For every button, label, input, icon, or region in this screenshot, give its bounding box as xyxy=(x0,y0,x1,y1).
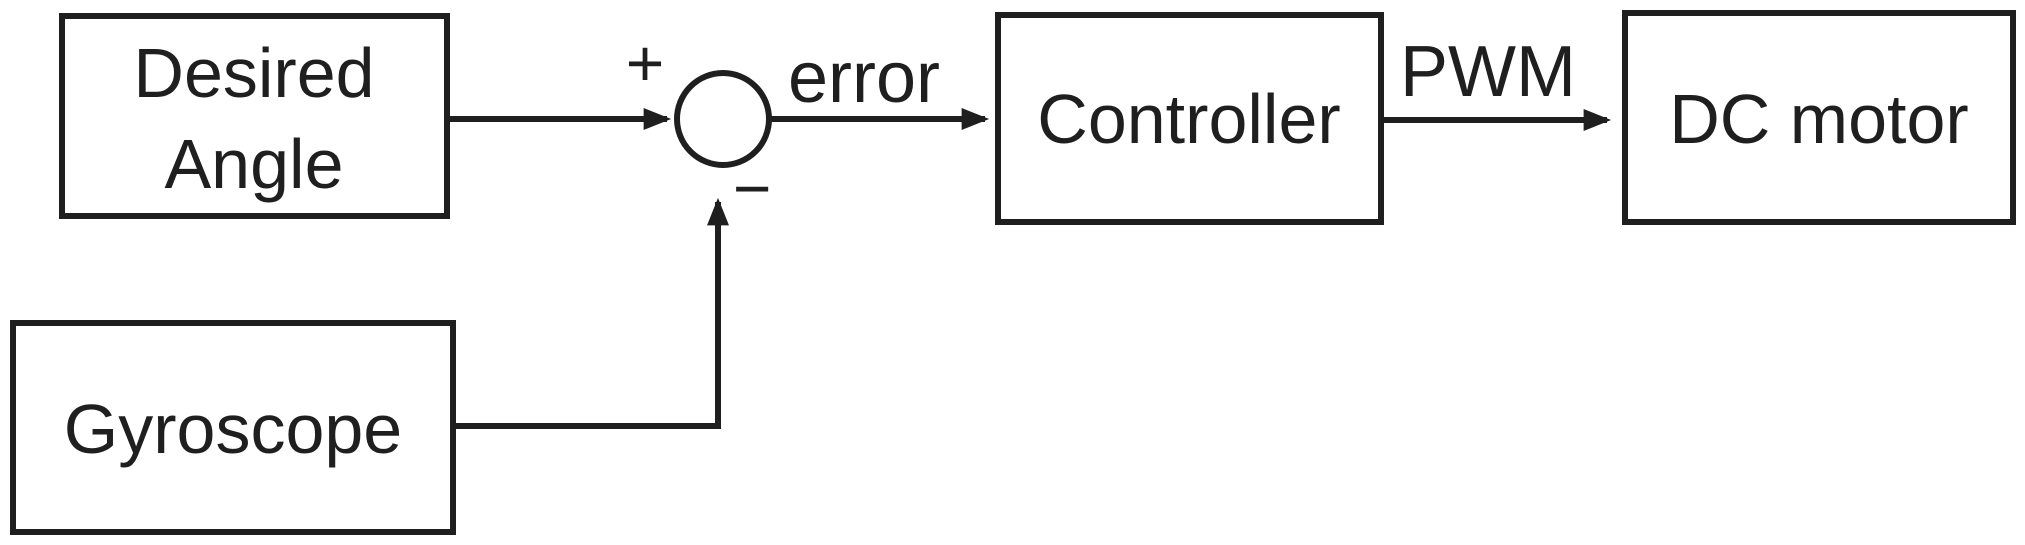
pwm-label: PWM xyxy=(1400,32,1576,112)
controller-block xyxy=(995,12,1384,225)
error-label: error xyxy=(788,38,940,118)
gyroscope-label: Gyroscope xyxy=(64,390,402,468)
desired-angle-block xyxy=(59,13,450,219)
dc-motor-block xyxy=(1622,10,2016,225)
gyroscope-block xyxy=(10,320,456,535)
feedback-arrow xyxy=(453,197,729,429)
desired-angle-label-line1: Desired xyxy=(133,34,374,112)
dc-motor-label: DC motor xyxy=(1669,80,1968,158)
desired-angle-label-line2: Angle xyxy=(164,125,343,203)
plus-sign: + xyxy=(626,26,665,100)
minus-sign: − xyxy=(733,151,772,225)
controller-label: Controller xyxy=(1037,80,1340,158)
summing-junction-circle xyxy=(674,70,772,168)
